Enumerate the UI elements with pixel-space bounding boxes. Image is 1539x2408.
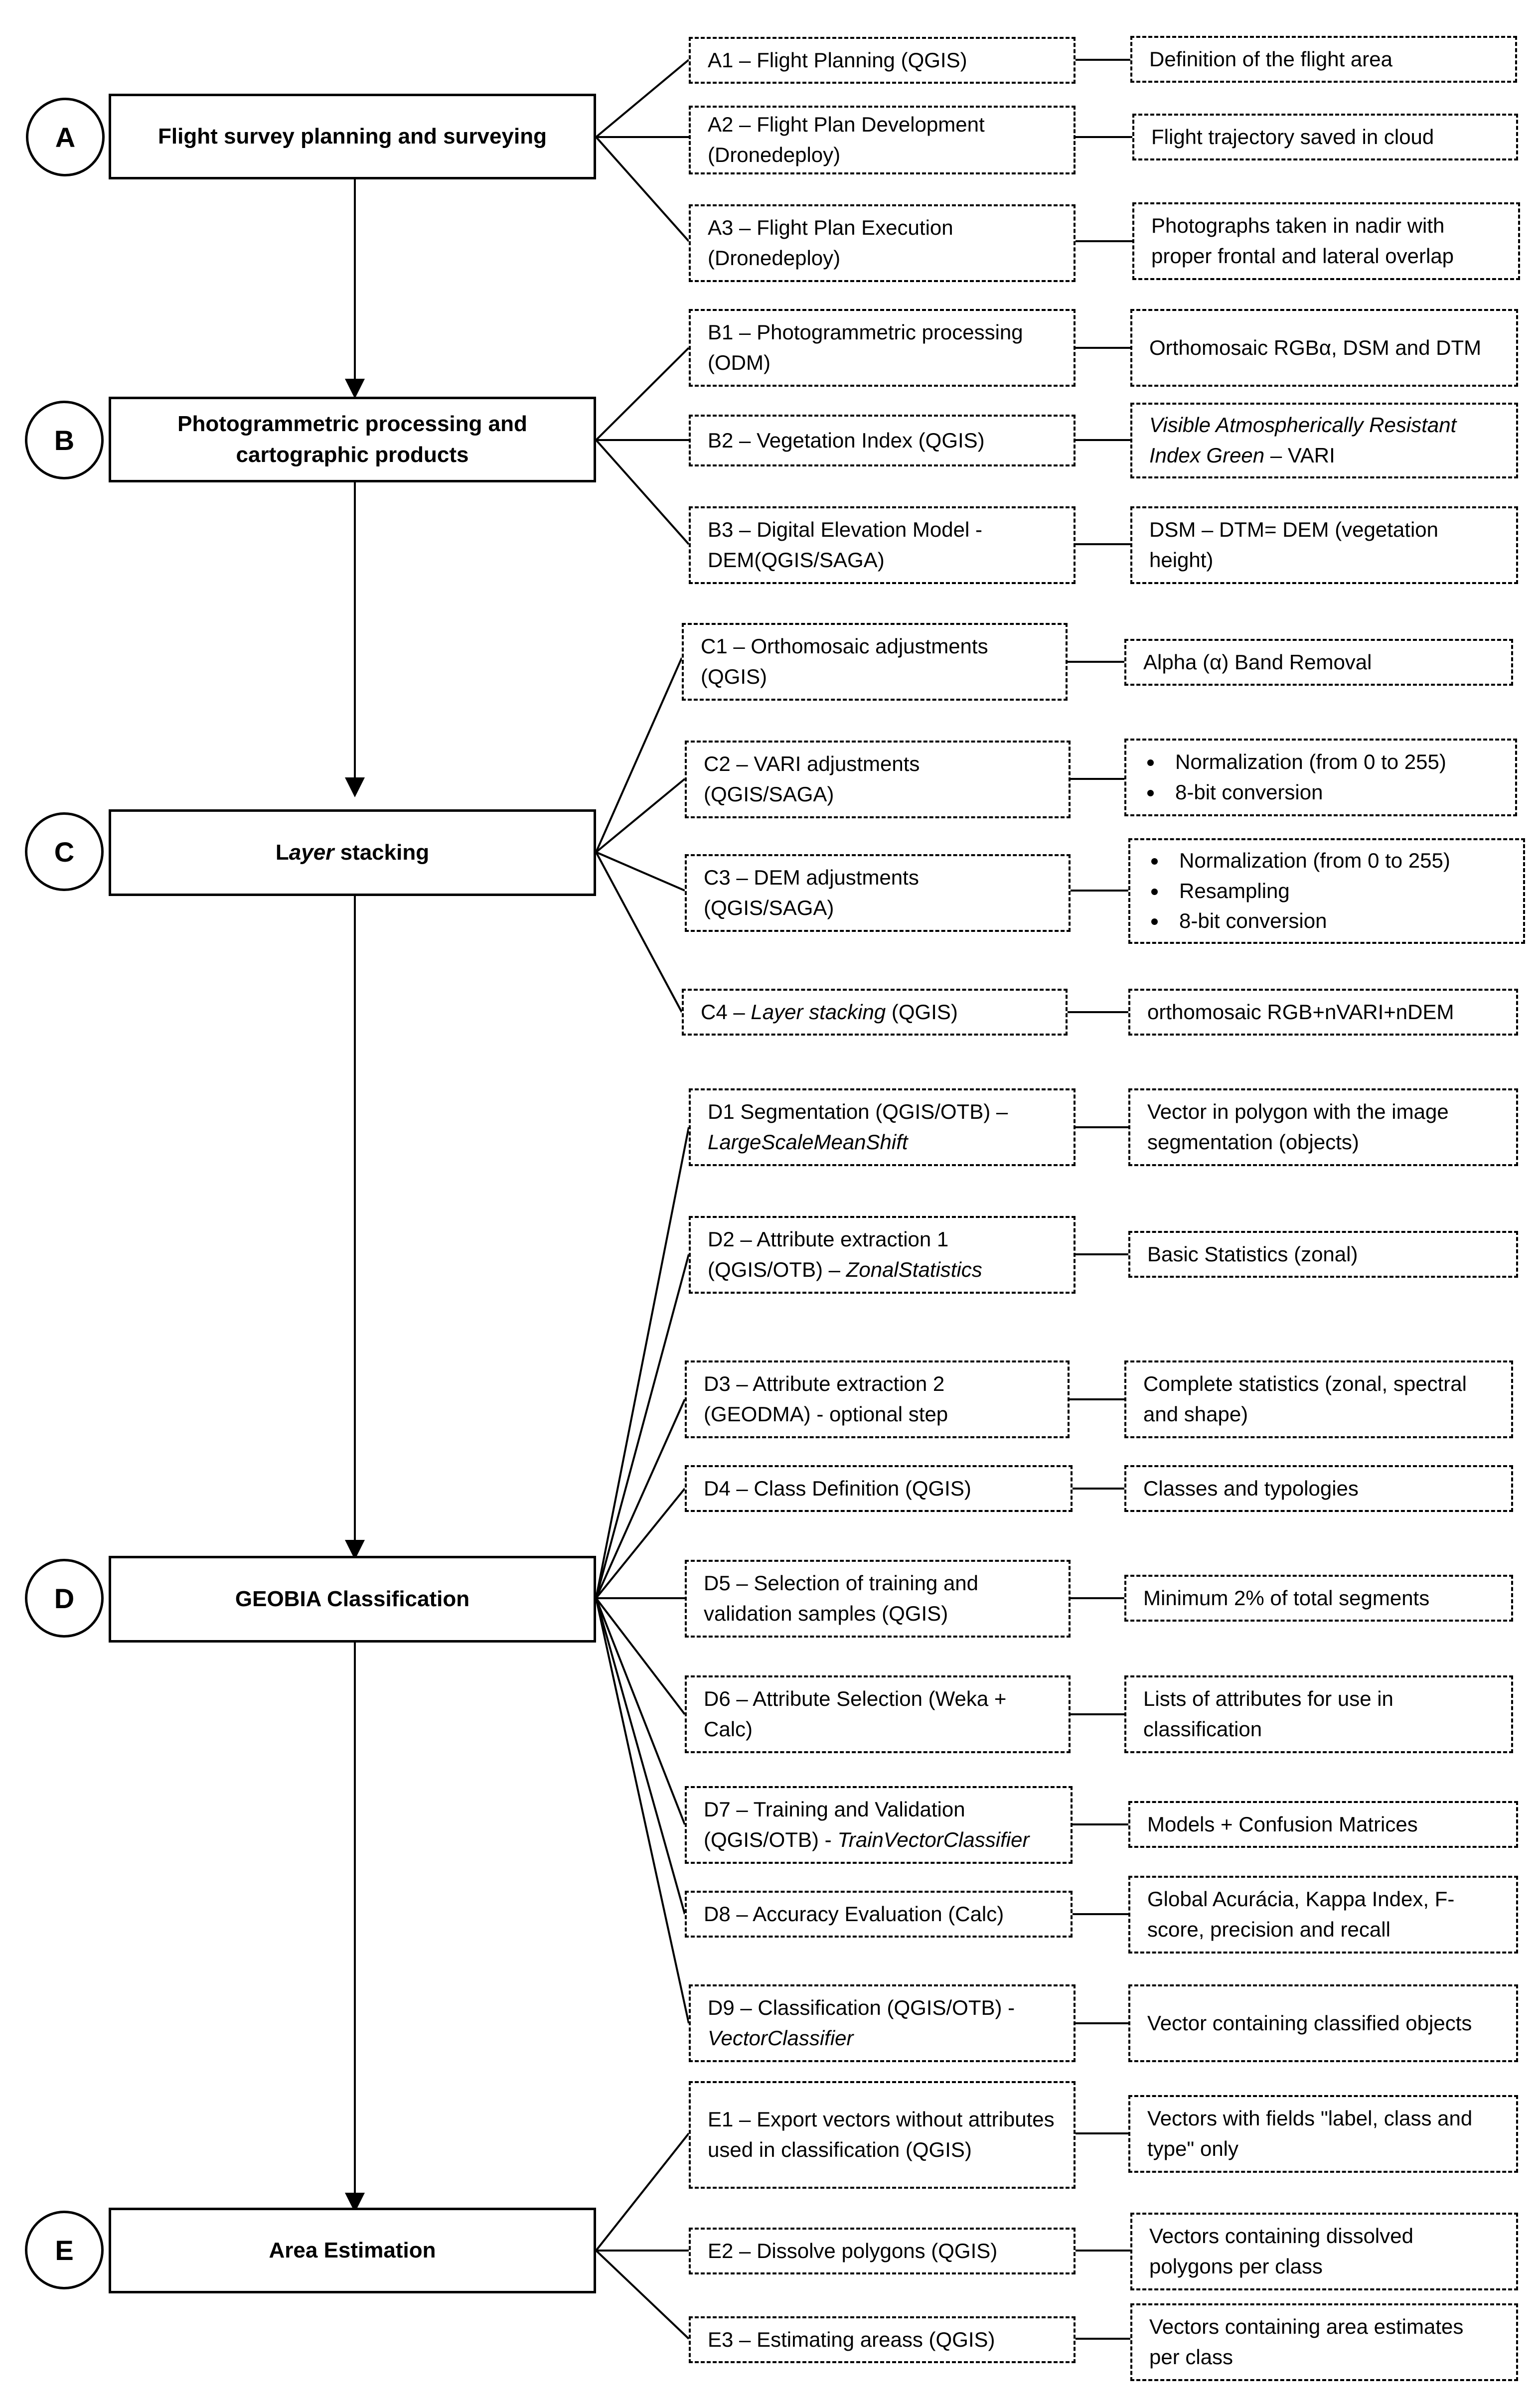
step-b1: B1 – Photogrammetric processing (ODM) xyxy=(689,309,1076,387)
arrowhead-e xyxy=(345,2193,365,2213)
step-a2: A2 – Flight Plan Development (Dronedeplo… xyxy=(689,106,1076,174)
step-b2: B2 – Vegetation Index (QGIS) xyxy=(689,415,1076,466)
output-a1: Definition of the flight area xyxy=(1130,36,1517,83)
output-a3: Photographs taken in nadir with proper f… xyxy=(1132,202,1520,280)
step-a1: A1 – Flight Planning (QGIS) xyxy=(689,37,1076,84)
step-d2: D2 – Attribute extraction 1 (QGIS/OTB) –… xyxy=(689,1216,1076,1294)
step-b3: B3 – Digital Elevation Model - DEM(QGIS/… xyxy=(689,506,1076,584)
phase-d-box: GEOBIA Classification xyxy=(109,1556,596,1643)
output-b1: Orthomosaic RGBα, DSM and DTM xyxy=(1130,309,1518,387)
step-c1: C1 – Orthomosaic adjustments (QGIS) xyxy=(682,623,1068,701)
step-e3: E3 – Estimating areass (QGIS) xyxy=(689,2316,1076,2363)
output-d7: Models + Confusion Matrices xyxy=(1128,1801,1518,1848)
step-e1: E1 – Export vectors without attributes u… xyxy=(689,2081,1076,2189)
arrowhead-c xyxy=(345,777,365,797)
output-b3: DSM – DTM= DEM (vegetation height) xyxy=(1130,506,1518,584)
step-d7: D7 – Training and Validation (QGIS/OTB) … xyxy=(685,1786,1073,1864)
output-d4: Classes and typologies xyxy=(1124,1465,1513,1512)
output-d6: Lists of attributes for use in classific… xyxy=(1124,1675,1513,1753)
output-c4: orthomosaic RGB+nVARI+nDEM xyxy=(1128,989,1518,1036)
arrowhead-b xyxy=(345,379,365,399)
output-d2: Basic Statistics (zonal) xyxy=(1128,1231,1518,1278)
step-d5: D5 – Selection of training and validatio… xyxy=(685,1560,1071,1638)
output-d5: Minimum 2% of total segments xyxy=(1124,1575,1513,1622)
output-c2-item: 8-bit conversion xyxy=(1163,777,1446,808)
output-c2: Normalization (from 0 to 255) 8-bit conv… xyxy=(1124,739,1517,816)
phase-d-marker: D xyxy=(25,1559,104,1638)
step-c2: C2 – VARI adjustments (QGIS/SAGA) xyxy=(685,741,1071,818)
output-c3-item: Resampling xyxy=(1167,876,1450,906)
step-d9: D9 – Classification (QGIS/OTB) - VectorC… xyxy=(689,1984,1076,2062)
output-c3-item: 8-bit conversion xyxy=(1167,906,1450,936)
phase-a-box: Flight survey planning and surveying xyxy=(109,94,596,179)
step-d8: D8 – Accuracy Evaluation (Calc) xyxy=(685,1891,1073,1938)
output-d9: Vector containing classified objects xyxy=(1128,1984,1518,2062)
phase-b-box: Photogrammetric processing and cartograp… xyxy=(109,397,596,482)
step-e2: E2 – Dissolve polygons (QGIS) xyxy=(689,2228,1076,2274)
phase-c-marker: C xyxy=(25,812,104,891)
output-c3-item: Normalization (from 0 to 255) xyxy=(1167,846,1450,876)
step-a3: A3 – Flight Plan Execution (Dronedeploy) xyxy=(689,204,1076,282)
step-d6: D6 – Attribute Selection (Weka + Calc) xyxy=(685,1675,1071,1753)
output-a2: Flight trajectory saved in cloud xyxy=(1132,114,1518,160)
output-b2: Visible Atmospherically Resistant Index … xyxy=(1130,403,1518,478)
step-d3: D3 – Attribute extraction 2 (GEODMA) - o… xyxy=(685,1360,1070,1438)
output-e2: Vectors containing dissolved polygons pe… xyxy=(1130,2213,1518,2290)
step-d1: D1 Segmentation (QGIS/OTB) – LargeScaleM… xyxy=(689,1088,1076,1166)
phase-c-box: Layer stacking xyxy=(109,809,596,896)
output-d8: Global Acurácia, Kappa Index, F-score, p… xyxy=(1128,1876,1518,1954)
step-c4: C4 – Layer stacking (QGIS) xyxy=(682,989,1068,1036)
output-c2-item: Normalization (from 0 to 255) xyxy=(1163,747,1446,777)
arrowhead-d xyxy=(345,1540,365,1560)
phase-e-box: Area Estimation xyxy=(109,2208,596,2293)
step-c3: C3 – DEM adjustments (QGIS/SAGA) xyxy=(685,854,1071,932)
phase-e-marker: E xyxy=(25,2211,104,2289)
output-d1: Vector in polygon with the image segment… xyxy=(1128,1088,1518,1166)
output-c1: Alpha (α) Band Removal xyxy=(1124,639,1513,686)
output-e1: Vectors with fields "label, class and ty… xyxy=(1128,2095,1518,2173)
phase-b-marker: B xyxy=(25,401,104,479)
output-d3: Complete statistics (zonal, spectral and… xyxy=(1124,1360,1513,1438)
step-d4: D4 – Class Definition (QGIS) xyxy=(685,1465,1073,1512)
phase-c-title: Layer stacking xyxy=(275,840,430,865)
output-e3: Vectors containing area estimates per cl… xyxy=(1130,2303,1518,2381)
phase-a-marker: A xyxy=(26,98,105,176)
output-c3: Normalization (from 0 to 255) Resampling… xyxy=(1128,838,1525,944)
